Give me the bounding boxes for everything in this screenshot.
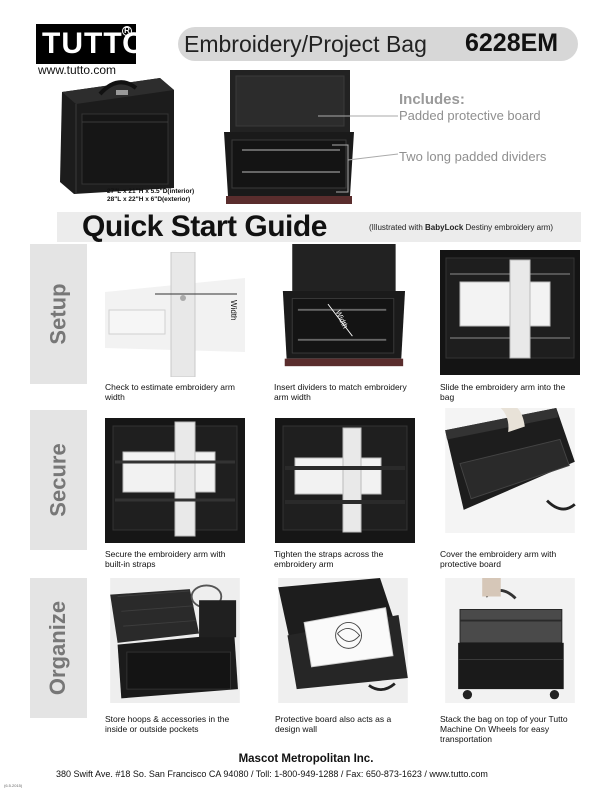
quick-start-title: Quick Start Guide — [82, 210, 327, 243]
step-6-caption: Cover the embroidery arm with protective… — [440, 549, 557, 569]
quick-start-band — [57, 212, 581, 242]
quick-start-note: (Illustrated with BabyLock Destiny embro… — [369, 223, 553, 232]
step-9-caption: Stack the bag on top of your Tutto Machi… — [440, 714, 568, 744]
website-url: www.tutto.com — [38, 63, 117, 77]
include-padded-board: Padded protective board — [399, 108, 541, 123]
row-label-organize: Organize — [45, 600, 71, 696]
setup-band — [30, 244, 87, 384]
row-label-secure: Secure — [45, 443, 71, 517]
step-4-caption: Secure the embroidery arm with built-in … — [105, 549, 226, 569]
company-address: 380 Swift Ave. #18 So. San Francisco CA … — [56, 769, 488, 779]
step-6-photo — [445, 408, 576, 533]
product-title: Embroidery/Project Bag — [184, 31, 427, 57]
include-dividers: Two long padded dividers — [399, 149, 547, 164]
step-3-caption: Slide the embroidery arm into the bag — [440, 382, 566, 402]
bag-dimensions: 27"L x 21"H x 5.5"D(interior) 28"L x 22"… — [107, 188, 194, 204]
step-2-photo: Width — [277, 244, 409, 369]
step-3-photo — [440, 250, 580, 375]
step-7-caption: Store hoops & accessories in the inside … — [105, 714, 230, 734]
includes-title: Includes: — [399, 91, 465, 108]
step-8-caption: Protective board also acts as a design w… — [275, 714, 392, 734]
dims-interior: 27"L x 21"H x 5.5"D(interior) — [107, 188, 195, 195]
width-label-1: Width — [229, 300, 238, 320]
bag-closed-photo — [60, 78, 174, 194]
step-7-photo — [110, 578, 240, 703]
includes-callout-lines — [318, 115, 399, 193]
tutto-logo: TUTTO R — [36, 24, 145, 64]
step-4-photo — [105, 418, 245, 543]
step-9-photo — [445, 578, 575, 703]
note-prefix: (Illustrated with — [369, 223, 426, 232]
company-name: Mascot Metropolitan Inc. — [238, 753, 374, 765]
step-2-caption: Insert dividers to match embroidery arm … — [274, 382, 407, 402]
step-1-caption: Check to estimate embroidery arm width — [105, 382, 235, 402]
step-5-caption: Tighten the straps across the embroidery… — [274, 549, 384, 569]
organize-band — [30, 578, 87, 718]
document-code: (6.5.2015) — [4, 783, 23, 788]
secure-band — [30, 410, 87, 550]
note-brand: BabyLock — [425, 223, 464, 232]
product-model: 6228EM — [465, 29, 559, 57]
step-8-photo — [278, 578, 408, 703]
step-1-photo: Width — [105, 252, 245, 377]
bag-open-photo — [224, 70, 354, 204]
row-label-setup: Setup — [45, 283, 71, 345]
registered-mark: R — [122, 26, 132, 36]
step-5-photo — [275, 418, 415, 543]
title-bar — [178, 27, 578, 61]
dims-exterior: 28"L x 22"H x 6"D(exterior) — [107, 196, 191, 203]
note-suffix: Destiny embroidery arm) — [463, 223, 554, 232]
